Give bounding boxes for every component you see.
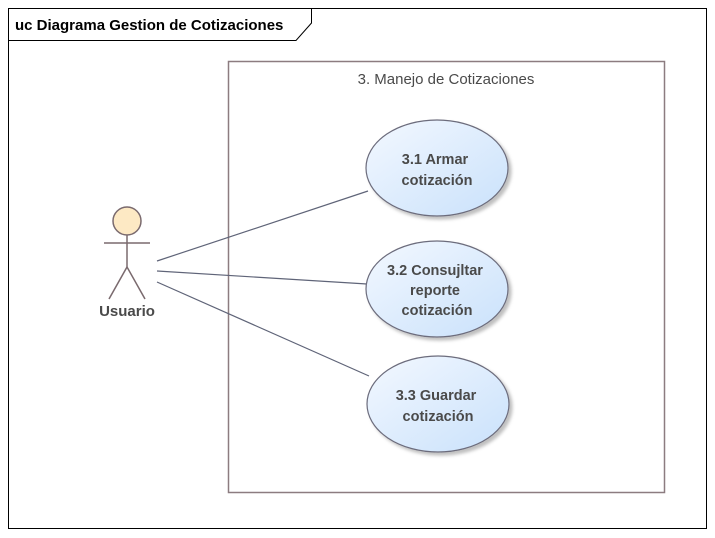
use-case-3-1[interactable]: 3.1 Armar cotización <box>365 119 509 217</box>
use-case-3-3-label-line-1: 3.3 Guardar <box>396 388 477 404</box>
actor-right-leg <box>126 266 146 300</box>
use-case-3-2-label-line-2: reporte <box>410 283 460 299</box>
use-case-3-3-label: 3.3 Guardar cotización <box>396 388 481 425</box>
use-case-3-3[interactable]: 3.3 Guardar cotización <box>366 355 510 453</box>
frame-title-tab <box>8 8 312 41</box>
use-case-3-3-ellipse[interactable] <box>366 355 510 453</box>
use-case-3-1-label-line-2: cotización <box>402 173 473 189</box>
use-case-3-1-ellipse[interactable] <box>365 119 509 217</box>
association-line-3-1[interactable] <box>156 190 369 262</box>
use-case-3-2-label: 3.2 Consujltar reporte cotización <box>387 263 487 319</box>
association-line-3-2[interactable] <box>156 270 368 285</box>
actor-head <box>112 206 142 236</box>
actor-usuario[interactable]: Usuario <box>99 206 155 320</box>
use-case-3-2-label-line-1: 3.2 Consujltar <box>387 263 483 279</box>
actor-name: Usuario <box>99 303 155 320</box>
frame-title: uc Diagrama Gestion de Cotizaciones <box>15 17 283 34</box>
use-case-3-1-label-line-1: 3.1 Armar <box>402 152 469 168</box>
system-boundary-title: 3. Manejo de Cotizaciones <box>358 71 535 88</box>
use-case-3-2-label-line-3: cotización <box>402 303 473 319</box>
use-case-3-2[interactable]: 3.2 Consujltar reporte cotización <box>365 240 509 338</box>
use-case-3-3-label-line-2: cotización <box>403 409 474 425</box>
use-case-3-2-ellipse[interactable] <box>365 240 509 338</box>
associations <box>156 190 370 377</box>
use-case-3-1-label: 3.1 Armar cotización <box>402 152 473 189</box>
association-line-3-3[interactable] <box>156 281 370 377</box>
actor-left-leg <box>108 266 128 300</box>
